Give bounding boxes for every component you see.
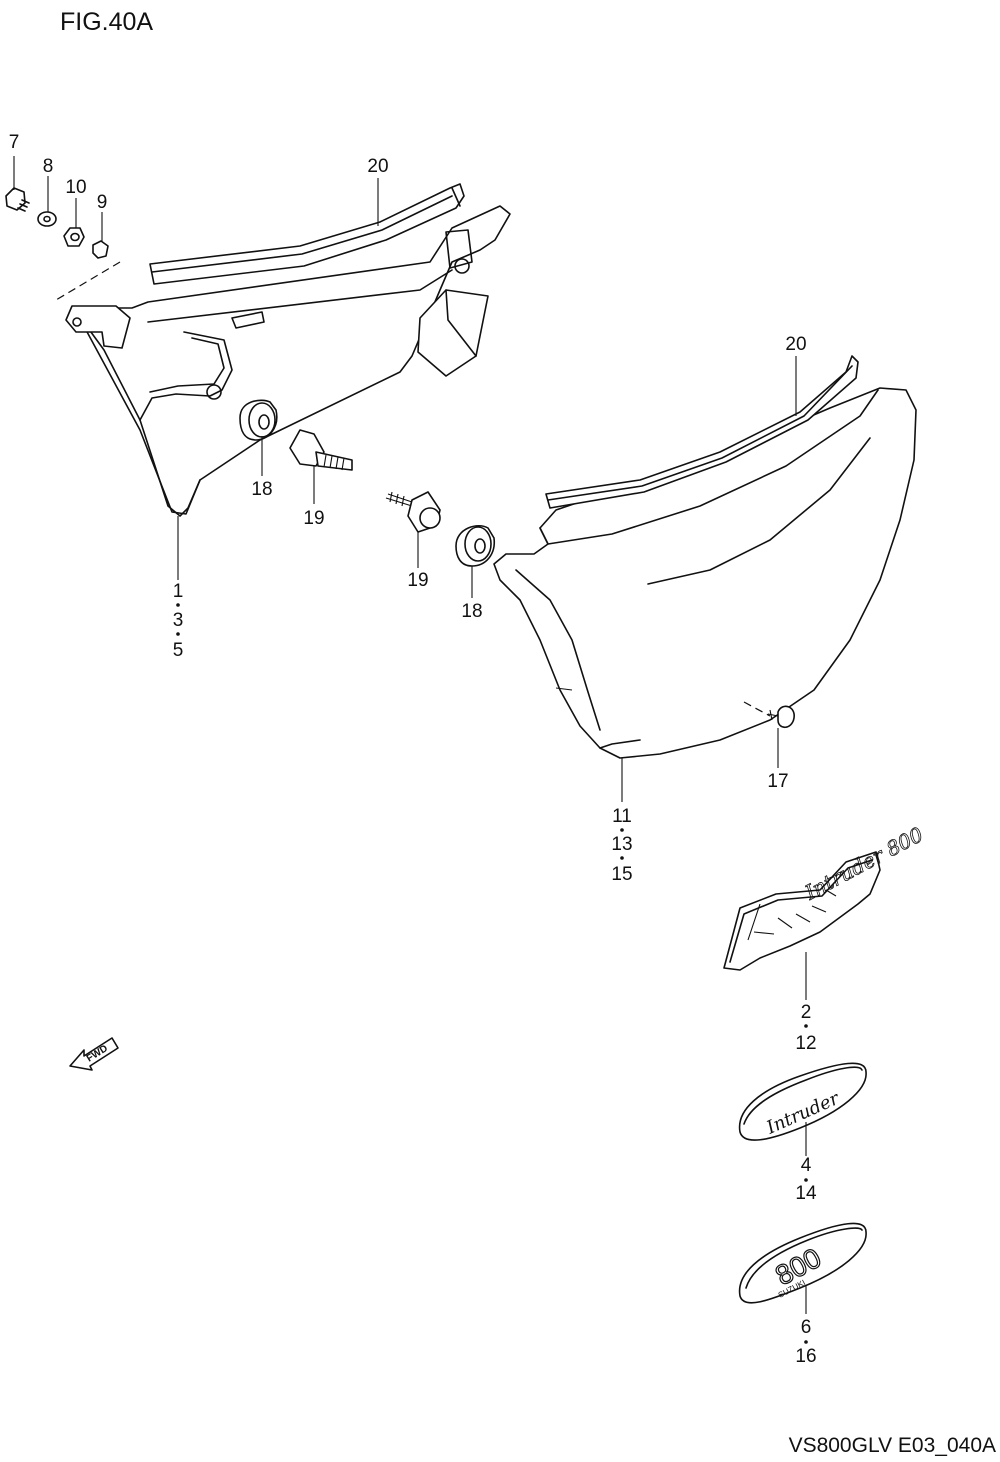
callout-17: 17 (767, 771, 788, 792)
callout-8: 8 (43, 156, 54, 177)
callout-19-right: 19 (407, 570, 428, 591)
callout-12: 12 (795, 1033, 816, 1054)
callout-19-left: 19 (303, 508, 324, 529)
callout-2: 2 (801, 1002, 812, 1023)
callout-3: 3 (173, 610, 184, 631)
callout-5: 5 (173, 640, 184, 661)
callout-1: 1 (173, 581, 184, 602)
left-frame-cover (65, 205, 511, 517)
trim-strip-left (149, 183, 465, 285)
callout-18-left: 18 (251, 479, 272, 500)
callout-20-right: 20 (785, 334, 806, 355)
callout-10: 10 (65, 177, 86, 198)
emblem-intruder-800: Intruder 800 (723, 822, 928, 971)
figure-code: VS800GLV E03_040A (789, 1434, 996, 1457)
callout-separator-dots (176, 603, 808, 1344)
right-frame-cover (493, 387, 917, 759)
nut-part-10 (63, 227, 85, 247)
washer-part-8 (37, 211, 57, 227)
bolt-part-19-right (385, 491, 441, 533)
callout-11: 11 (612, 806, 632, 827)
callout-14: 14 (795, 1183, 817, 1204)
screw-part-17 (767, 705, 795, 729)
leader-lines (13, 156, 807, 1314)
callout-7: 7 (9, 132, 20, 153)
callout-4: 4 (801, 1155, 812, 1176)
callout-13: 13 (611, 834, 632, 855)
bolt-part-19-left (289, 429, 353, 471)
callout-6: 6 (801, 1317, 812, 1338)
collar-part-9 (92, 240, 109, 259)
trim-strip-right (545, 355, 859, 509)
callout-16: 16 (795, 1346, 816, 1367)
screw-dashed-line (743, 701, 771, 717)
figure-title: FIG.40A (60, 8, 153, 36)
emblem-intruder-oval: Intruder (738, 1062, 867, 1141)
fwd-arrow-icon: FWD (69, 1037, 119, 1071)
bolt-part-7 (5, 187, 30, 212)
callout-18-right: 18 (461, 601, 482, 622)
emblem-800-suzuki: 800 SUZUKI (738, 1222, 867, 1304)
assembly-dashed-line (55, 261, 121, 301)
callout-labels: 7 8 10 9 20 20 18 19 1 3 5 19 18 17 11 1… (9, 132, 817, 1367)
callout-15: 15 (611, 864, 632, 885)
grommet-part-18-right (455, 524, 496, 567)
callout-9: 9 (97, 192, 108, 213)
callout-20-left: 20 (367, 156, 388, 177)
